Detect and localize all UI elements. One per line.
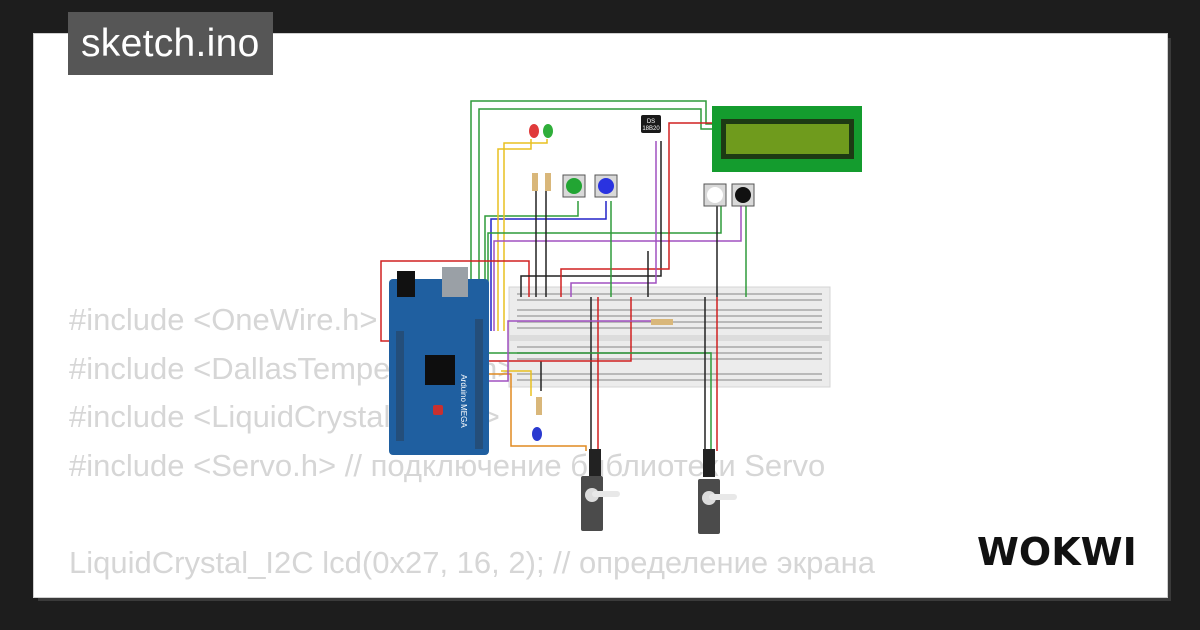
arduino-label: Arduino MEGA [459,374,468,428]
button-green [562,174,586,198]
lcd-display [712,106,862,172]
code-line: // Датчик температуры подключен к цифров… [69,587,875,597]
sketch-title: sketch.ino [68,12,273,75]
sensor-label-2: 18B20 [642,126,660,132]
button-black [731,183,755,207]
circuit-diagram: Arduino MEGA DS 18B20 [380,100,862,534]
code-line: #include <OneWire.h> [69,302,378,337]
code-preview: #include <OneWire.h>#include <DallasTemp… [69,296,875,597]
led-red [529,124,539,138]
temperature-sensor: DS 18B20 [641,115,661,133]
led-green [543,124,553,138]
wires [380,100,747,451]
arduino-mega-board: Arduino MEGA [389,267,489,455]
brand-text: WOKWI [977,530,1137,574]
servo-left [581,449,620,531]
led-blue [532,427,542,441]
preview-card: #include <OneWire.h>#include <DallasTemp… [33,33,1168,598]
button-white [703,183,727,207]
button-blue [594,174,618,198]
code-line: LiquidCrystal_I2C lcd(0x27, 16, 2); // о… [69,544,875,580]
sensor-label-1: DS [647,119,655,125]
wokwi-logo: WOKWI [977,530,1137,574]
servo-right [698,449,737,534]
breadboard [508,286,831,388]
resistors [532,173,673,415]
